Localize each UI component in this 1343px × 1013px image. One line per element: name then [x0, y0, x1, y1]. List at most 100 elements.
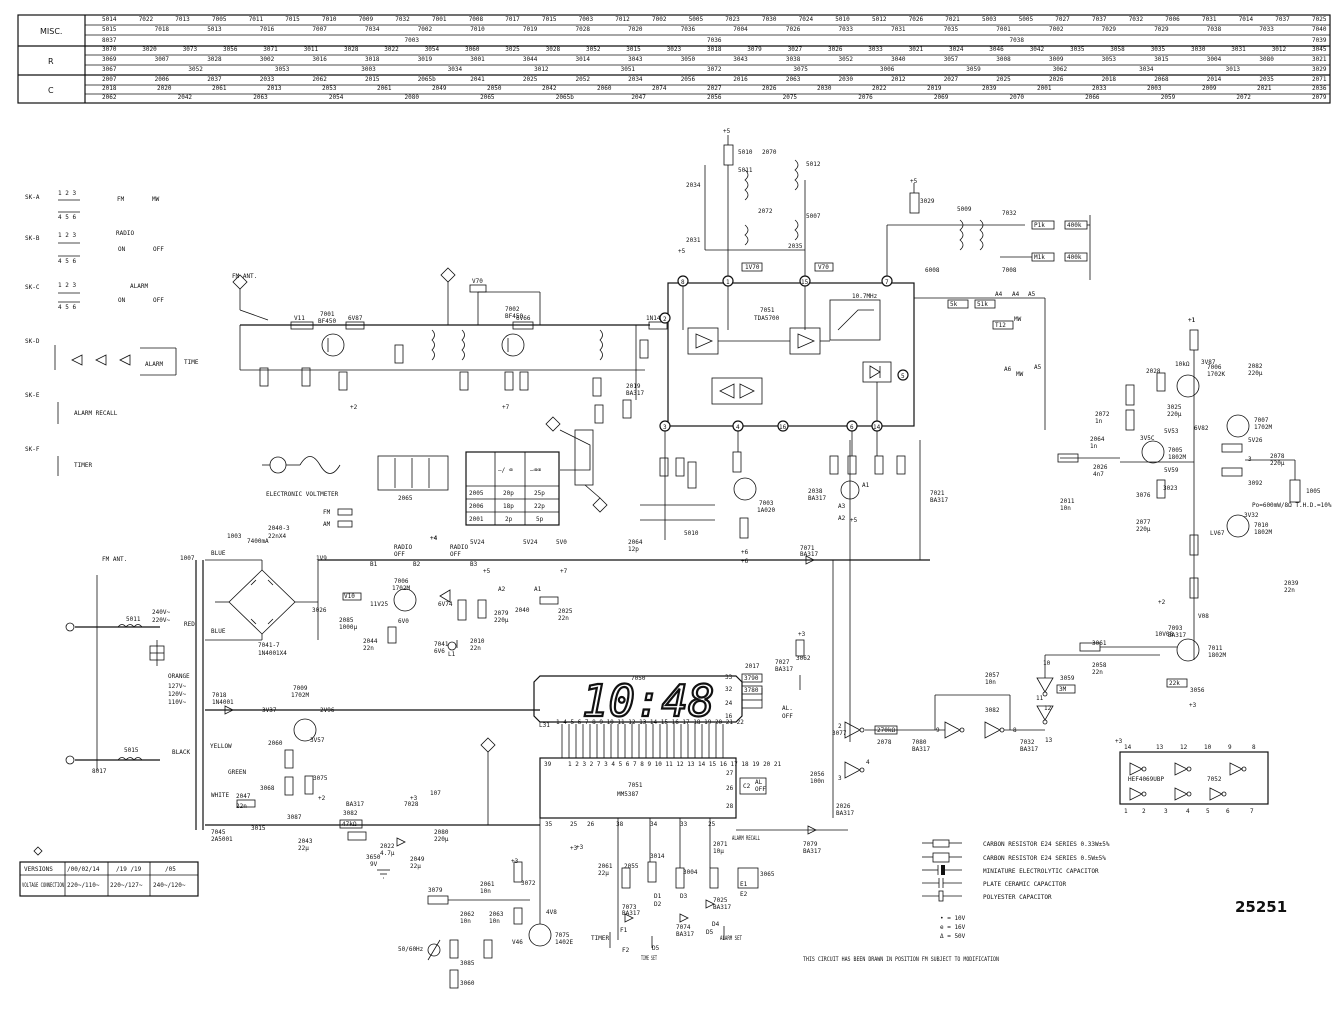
voltage-key-2: e = 16V: [940, 924, 966, 931]
svg-text:22μ: 22μ: [598, 870, 609, 877]
svg-text:12: 12: [1044, 705, 1052, 712]
part-ref: 3043: [628, 56, 643, 63]
part-ref: 2009: [1202, 85, 1217, 92]
svg-text:22nX4: 22nX4: [268, 533, 286, 540]
part-ref: 7035: [944, 26, 959, 33]
svg-text:2058: 2058: [1092, 662, 1107, 669]
svg-text:25: 25: [708, 821, 716, 828]
svg-text:5V24: 5V24: [523, 539, 538, 546]
svg-text:2038: 2038: [808, 488, 823, 495]
coil-row-val: 25p: [534, 490, 545, 497]
svg-text:100n: 100n: [810, 778, 825, 785]
svg-text:+3: +3: [798, 631, 806, 638]
svg-text:9V: 9V: [370, 861, 378, 868]
part-ref: 2076: [858, 94, 873, 101]
svg-text:+6: +6: [741, 549, 749, 556]
fm-legend: FM: [323, 509, 331, 516]
table-row-c: C: [48, 86, 54, 95]
versions-col1: /00/02/14: [67, 866, 100, 873]
svg-text:2072: 2072: [1095, 411, 1110, 418]
svg-text:AL: AL: [755, 779, 763, 786]
svg-text:OFF: OFF: [755, 786, 766, 793]
svg-text:V70: V70: [472, 278, 483, 285]
part-ref: 7008: [469, 16, 484, 23]
part-ref: 3023: [667, 46, 682, 53]
wire-orange: ORANGE: [168, 673, 190, 680]
part-ref: 3053: [1102, 56, 1117, 63]
part-ref: 2015: [365, 76, 380, 83]
svg-text:2034: 2034: [686, 182, 701, 189]
svg-text:BA317: BA317: [346, 801, 364, 808]
part-ref: 3035: [1070, 46, 1085, 53]
svg-text:4 5 6: 4 5 6: [58, 214, 76, 221]
part-ref: 7020: [628, 26, 643, 33]
svg-text:7008: 7008: [1002, 267, 1017, 274]
switch-skd-contacts: [54, 345, 177, 376]
svg-text:22n: 22n: [1284, 587, 1295, 594]
svg-text:+3: +3: [1189, 702, 1197, 709]
test-point-label: A4: [995, 291, 1003, 298]
display-chip-ref: 7050: [631, 675, 646, 682]
part-ref: 5013: [207, 26, 222, 33]
part-ref: 3004: [1207, 56, 1222, 63]
ic-pinout-ref: 7052: [1207, 776, 1222, 783]
test-points: A4 A1 +5 +6 +7 +2 +3 +4 +1: [350, 248, 1196, 851]
svg-text:2019: 2019: [626, 383, 641, 390]
svg-text:2065: 2065: [398, 495, 413, 502]
freq-selector-label: 50/60Hz: [398, 946, 424, 953]
legend-electrolytic: MINIATURE ELECTROLYTIC CAPACITOR: [983, 868, 1099, 875]
part-ref: 2026: [1049, 76, 1064, 83]
switch-ska-label: SK-A: [25, 194, 40, 201]
part-ref: 7002: [652, 16, 667, 23]
part-ref: 2021: [1257, 85, 1272, 92]
svg-text:8: 8: [1252, 744, 1256, 751]
part-ref: 7010: [322, 16, 337, 23]
part-ref: 3040: [891, 56, 906, 63]
versions-col3: /05: [165, 866, 176, 873]
wire-green: GREEN: [228, 769, 246, 776]
svg-text:D5: D5: [652, 945, 660, 952]
voltage-marker: +4: [430, 535, 438, 542]
svg-text:+3: +3: [1115, 738, 1123, 745]
part-ref: 7002: [418, 26, 433, 33]
part-ref: 2012: [891, 76, 906, 83]
part-ref: 2039: [982, 85, 997, 92]
voltage-marker: +7: [502, 404, 510, 411]
svg-text:L1: L1: [448, 651, 456, 658]
svg-text:3: 3: [1248, 456, 1252, 463]
part-ref: 7037: [1092, 16, 1107, 23]
switch-ske-text: ALARM RECALL: [74, 410, 118, 417]
svg-text:3026: 3026: [312, 607, 327, 614]
svg-text:BA317: BA317: [1020, 746, 1038, 753]
switch-legend: SK-A 1 2 3 4 5 6 FM MW SK-B RADIO 1 2 3 …: [25, 190, 199, 476]
part-ref: 7038: [1010, 37, 1025, 44]
part-ref: 3002: [260, 56, 275, 63]
svg-text:220μ: 220μ: [1136, 526, 1151, 533]
svg-text:3062: 3062: [796, 655, 811, 662]
svg-text:3072: 3072: [521, 880, 536, 887]
legend-resistor-small: CARBON RESISTOR E24 SERIES 0.33W±5%: [983, 841, 1110, 848]
switch-skc-off: OFF: [153, 297, 164, 304]
svg-text:3075: 3075: [313, 775, 328, 782]
svg-text:2062: 2062: [460, 911, 475, 918]
am-legend: AM: [323, 521, 331, 528]
svg-text:2035: 2035: [788, 243, 803, 250]
svg-text:2044: 2044: [363, 638, 378, 645]
svg-text:LV67: LV67: [1210, 530, 1225, 537]
svg-text:6V87: 6V87: [348, 315, 363, 322]
switch-ska-mw: MW: [152, 196, 160, 203]
versions-val1: 220~/110~: [67, 882, 100, 889]
part-ref: 3006: [880, 66, 895, 73]
svg-text:14: 14: [873, 424, 881, 431]
svg-text:2060: 2060: [268, 740, 283, 747]
svg-text:1802M: 1802M: [1168, 454, 1186, 461]
svg-text:1V70: 1V70: [745, 264, 760, 271]
svg-text:7032: 7032: [1002, 210, 1017, 217]
table-row-r: R: [48, 57, 54, 66]
capacitor-coil-table: —/ ⌫ —⌫⌫ 2005 20p 25p 2006 18p 22p 2001 …: [465, 451, 560, 526]
svg-text:3M: 3M: [1059, 686, 1067, 693]
svg-text:22n: 22n: [470, 645, 481, 652]
